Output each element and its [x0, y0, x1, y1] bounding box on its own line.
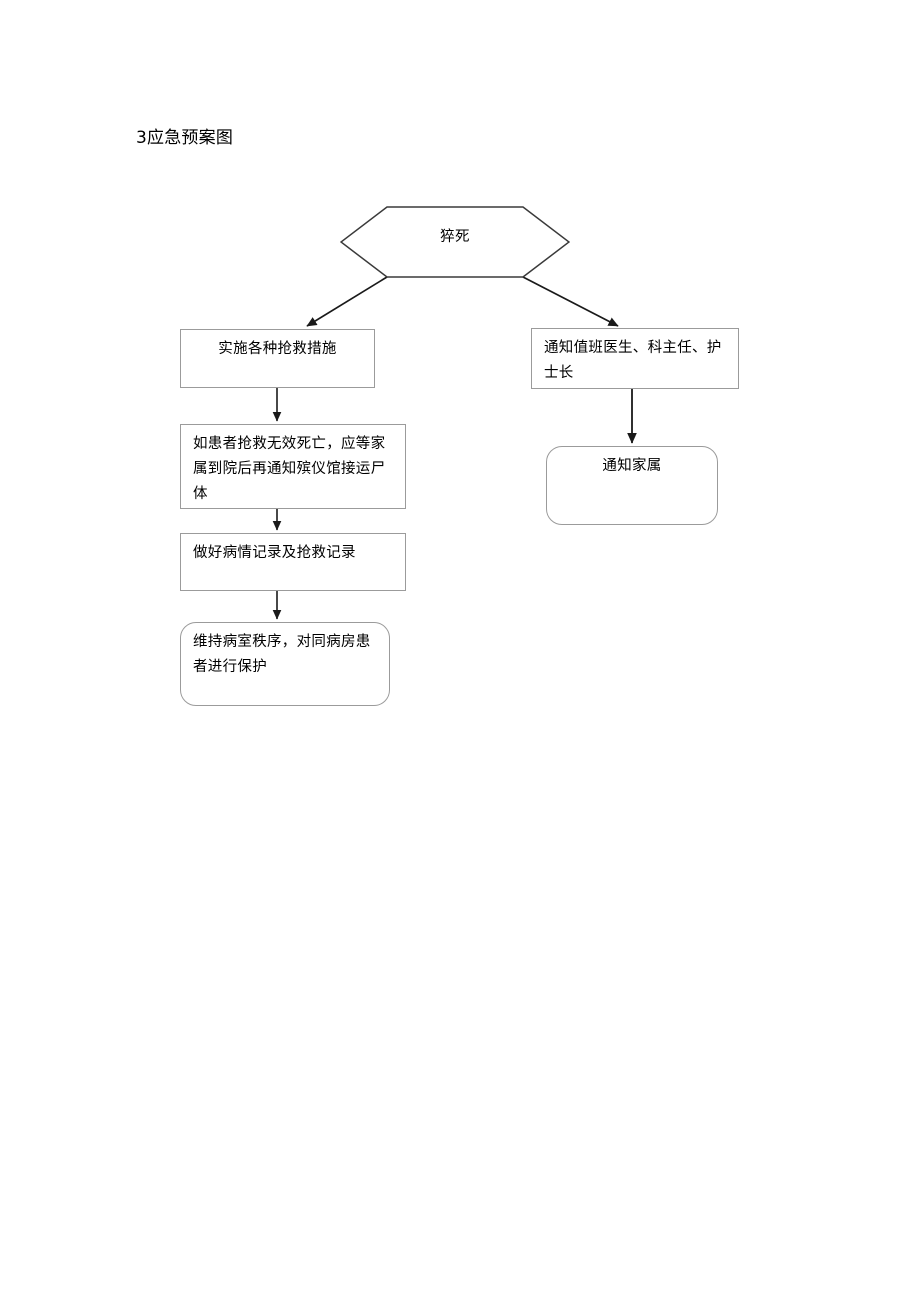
flow-node-left-4[interactable]: 维持病室秩序，对同病房患者进行保护: [180, 622, 390, 706]
flow-node-left-3[interactable]: 做好病情记录及抢救记录: [180, 533, 406, 591]
flow-node-right-1-label: 通知值班医生、科主任、护士长: [544, 340, 722, 381]
flow-node-left-2[interactable]: 如患者抢救无效死亡，应等家属到院后再通知殡仪馆接运尸体: [180, 424, 406, 509]
hexagon-shape: [340, 206, 570, 278]
flow-node-start-label: 猝死: [440, 228, 470, 245]
page-title: 3应急预案图: [136, 128, 234, 148]
flow-node-right-2-label: 通知家属: [602, 458, 662, 474]
flow-node-left-4-label: 维持病室秩序，对同病房患者进行保护: [193, 634, 371, 675]
connector-start-to-left: [306, 276, 388, 327]
connector-start-to-right: [522, 276, 619, 327]
flow-node-start-hexagon[interactable]: 猝死: [340, 206, 570, 278]
flow-node-left-2-label: 如患者抢救无效死亡，应等家属到院后再通知殡仪馆接运尸体: [193, 436, 386, 502]
flow-node-right-2[interactable]: 通知家属: [546, 446, 718, 525]
flow-node-left-1[interactable]: 实施各种抢救措施: [180, 329, 375, 388]
flow-node-left-3-label: 做好病情记录及抢救记录: [193, 545, 356, 561]
flow-node-right-1[interactable]: 通知值班医生、科主任、护士长: [531, 328, 739, 389]
flow-node-left-1-label: 实施各种抢救措施: [218, 341, 337, 357]
